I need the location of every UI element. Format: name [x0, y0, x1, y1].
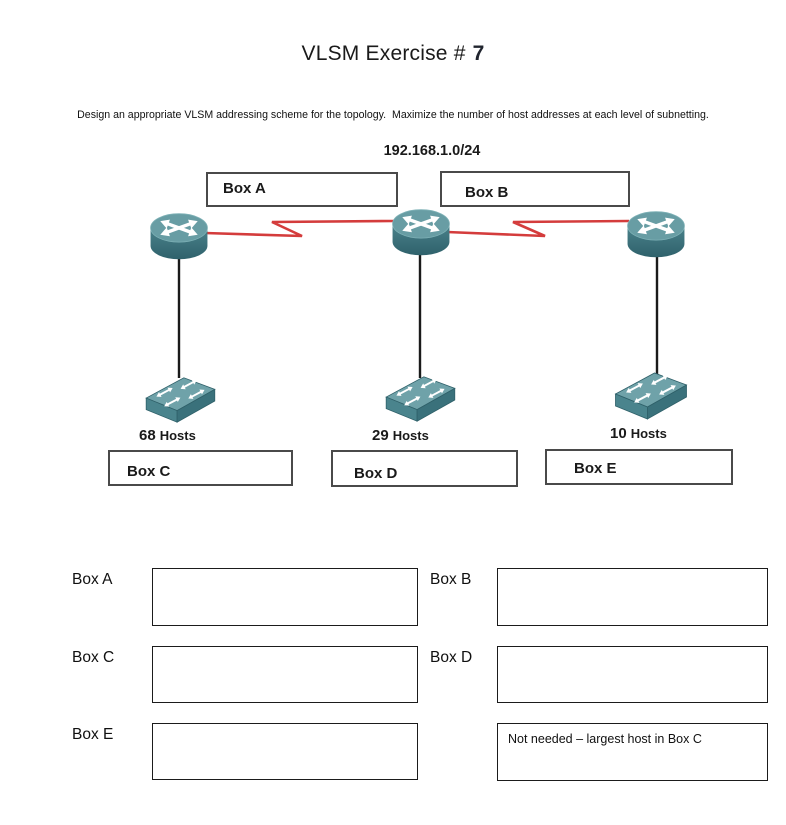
router-icon [625, 206, 687, 261]
switch-icon [610, 366, 691, 426]
answer-label-box-a: Box A [72, 571, 113, 588]
answer-note-box: Not needed – largest host in Box C [497, 723, 768, 781]
answer-label-box-c: Box C [72, 649, 115, 666]
router-icon [390, 204, 452, 259]
answer-label-box-d: Box D [430, 649, 473, 666]
topology-box-c-label: Box C [127, 463, 171, 480]
answer-label-box-e: Box E [72, 726, 114, 743]
switch-icon [381, 370, 459, 428]
topology-box-b-label: Box B [465, 184, 509, 201]
page-title: VLSM Exercise # 7 [0, 42, 786, 66]
switch-icon [141, 371, 219, 429]
title-text: VLSM Exercise # [301, 42, 466, 65]
topology-box-a[interactable]: Box A [206, 172, 398, 207]
instruction-text: Design an appropriate VLSM addressing sc… [77, 109, 709, 121]
network-address-label: 192.168.1.0/24 [383, 143, 481, 159]
answer-input-box-e[interactable] [152, 723, 418, 780]
topology-box-e[interactable]: Box E [545, 449, 733, 485]
topology-box-c[interactable]: Box C [108, 450, 293, 486]
answer-input-box-c[interactable] [152, 646, 418, 703]
answer-input-box-a[interactable] [152, 568, 418, 626]
ethernet-link [177, 252, 659, 378]
answer-label-box-b: Box B [430, 571, 472, 588]
router-icon [148, 208, 210, 263]
topology-box-b[interactable]: Box B [440, 171, 630, 207]
answer-note-text: Not needed – largest host in Box C [508, 732, 702, 746]
answer-input-box-d[interactable] [497, 646, 768, 703]
topology-box-d-label: Box D [354, 465, 398, 482]
exercise-number: 7 [472, 42, 485, 65]
answer-input-box-b[interactable] [497, 568, 768, 626]
topology-box-a-label: Box A [223, 180, 266, 197]
topology-box-e-label: Box E [574, 460, 617, 477]
topology-box-d[interactable]: Box D [331, 450, 518, 487]
